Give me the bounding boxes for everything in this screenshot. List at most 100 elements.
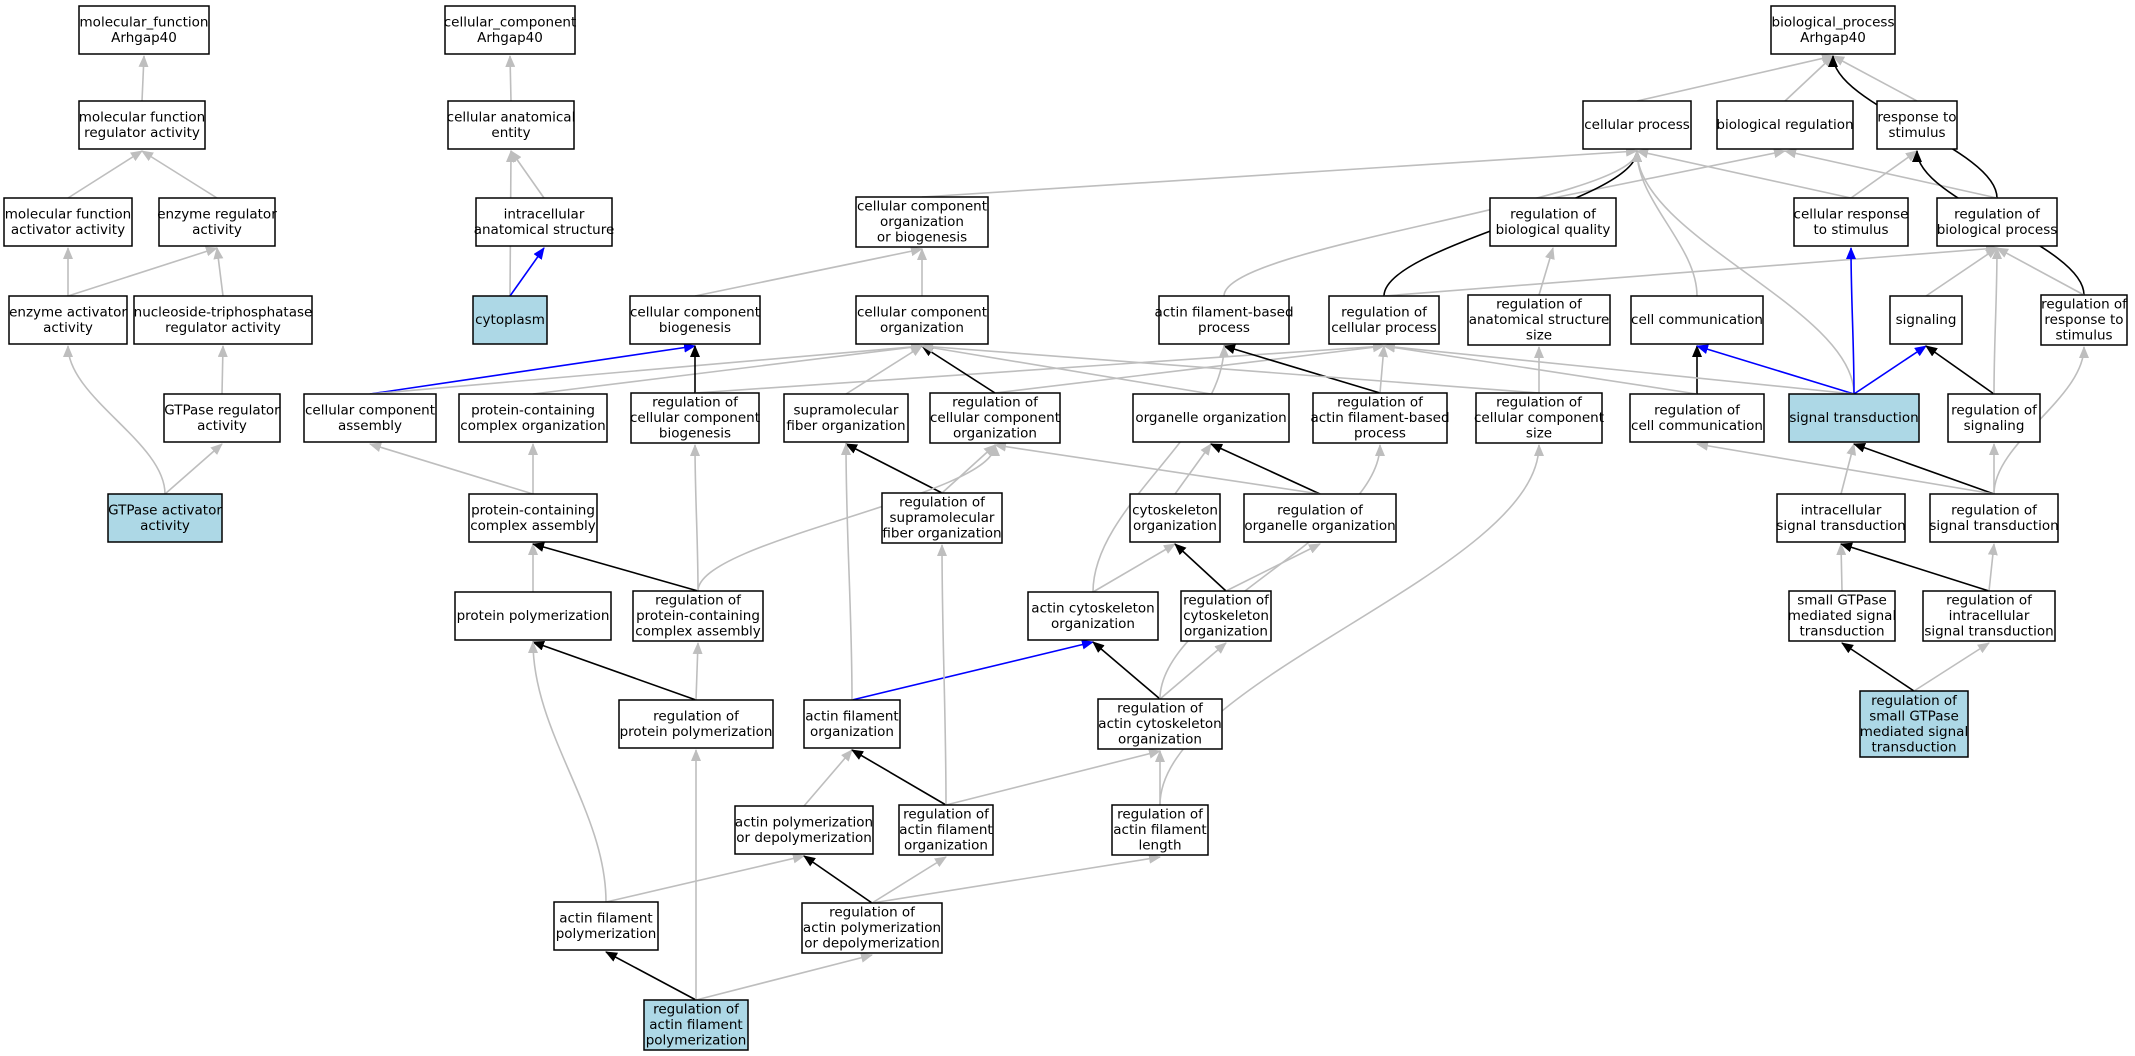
edge-roafo-to-rosfo	[937, 544, 948, 806]
edge	[1378, 345, 1389, 394]
node-label-line: actin cytoskeleton	[1098, 716, 1221, 732]
edge-afbp-to-cellproc	[1223, 150, 1642, 297]
edge-roafp-to-roapod	[695, 952, 873, 1001]
edge	[510, 150, 545, 199]
edge-roaco-to-roafbp	[1159, 444, 1385, 700]
edge	[1836, 543, 1847, 592]
edge	[1636, 148, 1852, 199]
node-label-line: actin filament	[899, 822, 992, 838]
node-cellproc[interactable]: cellular process	[1582, 100, 1692, 150]
node-label-line: cellular component	[1474, 410, 1604, 426]
node-label-line: organization	[1051, 616, 1135, 632]
node-box	[1859, 690, 1969, 758]
node-oo[interactable]: organelle organization	[1132, 393, 1290, 443]
node-box	[133, 295, 313, 345]
node-label-line: size	[1526, 426, 1552, 442]
node-label-line: to stimulus	[1814, 222, 1889, 238]
node-box	[1947, 393, 2041, 443]
node-bioreg[interactable]: biological regulation	[1716, 100, 1854, 150]
node-label-line: regulation of	[1510, 206, 1597, 222]
node-box	[632, 590, 764, 642]
edge-roapod-to-roafo	[871, 856, 947, 904]
node-label-line: or depolymerization	[804, 936, 940, 952]
edge-cytoplasm-to-ias	[509, 247, 545, 297]
edge	[1784, 148, 1998, 199]
node-label-line: Arhgap40	[111, 30, 177, 46]
node-label-line: regulation of	[653, 1002, 740, 1018]
node-label-line: cellular anatomical	[447, 109, 576, 125]
node-label-line: assembly	[338, 418, 402, 434]
node-label-line: activity	[192, 222, 242, 238]
node-label-line: regulation of	[829, 905, 916, 921]
edge	[921, 146, 1638, 198]
node-label-line: regulation of	[1341, 304, 1428, 320]
edge-rocc-to-rocp	[1383, 342, 1698, 395]
node-box	[2040, 294, 2128, 346]
edge-roafbp-to-rocp	[1378, 345, 1389, 394]
node-label-line: cytoskeleton	[1183, 608, 1269, 624]
node-cytoplasm[interactable]: cytoplasm	[472, 295, 548, 345]
edge-roapod-to-apod	[803, 855, 873, 904]
node-cellcomm[interactable]: cell communication	[1630, 295, 1764, 345]
node-signaling[interactable]: signaling	[1889, 295, 1963, 345]
node-label-line: cell communication	[1631, 418, 1763, 434]
node-box	[629, 295, 761, 345]
node-st[interactable]: signal transduction	[1788, 393, 1920, 443]
node-pp[interactable]: protein polymerization	[454, 591, 612, 641]
edge-ropcca-to-pcca	[532, 542, 699, 592]
